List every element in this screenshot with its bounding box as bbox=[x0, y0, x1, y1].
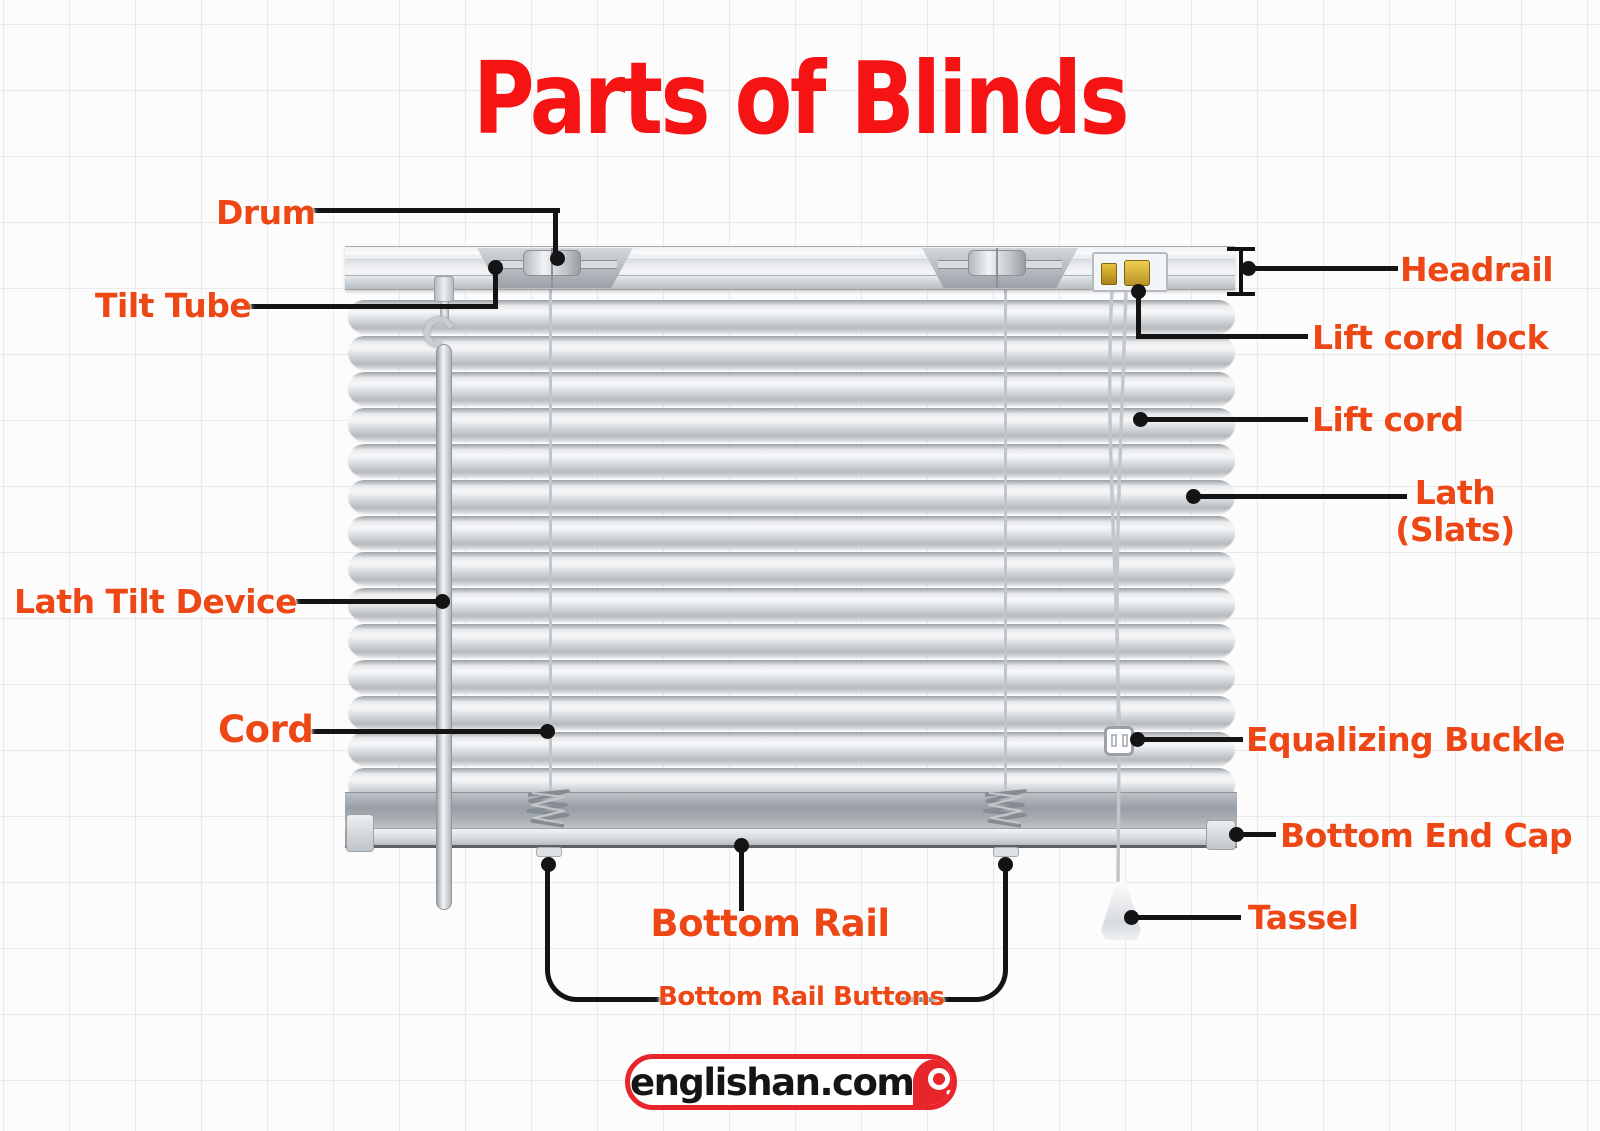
cord-lock-body bbox=[1124, 260, 1150, 286]
cord-knot-left bbox=[526, 789, 570, 828]
leader-bottom-end-cap bbox=[1234, 832, 1276, 837]
label-headrail: Headrail bbox=[1400, 250, 1554, 289]
leader-equalizing-buckle bbox=[1135, 737, 1243, 742]
slat bbox=[348, 552, 1235, 585]
wand-stem bbox=[440, 301, 449, 320]
measure-bracket-cap-bottom bbox=[1227, 292, 1255, 296]
leader-lift-cord-lock bbox=[1136, 291, 1141, 339]
label-lift-cord: Lift cord bbox=[1312, 400, 1464, 439]
stacked-slats-bar bbox=[345, 792, 1237, 830]
label-lath-line1: Lath bbox=[1414, 473, 1496, 512]
bottom-rail-button-left bbox=[536, 847, 562, 857]
leader-lift-cord bbox=[1138, 417, 1308, 422]
leader-lath bbox=[1191, 494, 1407, 499]
slat bbox=[348, 408, 1235, 441]
leader-lath-tilt-device bbox=[296, 599, 444, 604]
leader-dot-drum bbox=[550, 251, 565, 266]
slat bbox=[348, 588, 1235, 621]
cassette-divider bbox=[551, 248, 553, 288]
site-badge: englishan.com bbox=[625, 1054, 957, 1110]
slat bbox=[348, 372, 1235, 405]
cord-knot-right bbox=[983, 789, 1027, 828]
bottom-rail-button-right bbox=[993, 847, 1019, 857]
leader-tilt-tube bbox=[250, 304, 498, 309]
slat bbox=[348, 696, 1235, 729]
slat bbox=[348, 336, 1235, 369]
lift-cord-lock-graphic bbox=[1092, 252, 1168, 292]
leader-dot-lath-tilt-device bbox=[435, 594, 450, 609]
leader-dot-bottom-end-cap bbox=[1229, 827, 1244, 842]
leader-bottom-rail-buttons-right bbox=[898, 864, 1008, 1002]
measure-bracket-cap-top bbox=[1227, 247, 1255, 251]
leader-dot-bottom-rail bbox=[734, 838, 749, 853]
leader-dot-lath bbox=[1186, 489, 1201, 504]
label-lath-line2: (Slats) bbox=[1395, 510, 1515, 549]
label-bottom-rail-buttons: Bottom Rail Buttons bbox=[658, 982, 945, 1012]
drum-cassette-right bbox=[922, 248, 1078, 288]
slats-stack bbox=[348, 300, 1235, 804]
search-icon bbox=[913, 1059, 952, 1105]
internal-cord-right bbox=[1004, 290, 1007, 795]
headrail-ridge bbox=[345, 257, 1235, 258]
label-equalizing-buckle: Equalizing Buckle bbox=[1246, 720, 1566, 759]
label-lath-tilt-device: Lath Tilt Device bbox=[14, 582, 298, 621]
slat bbox=[348, 660, 1235, 693]
label-cord: Cord bbox=[218, 708, 314, 751]
leader-drum bbox=[553, 208, 558, 260]
label-lift-cord-lock: Lift cord lock bbox=[1312, 318, 1549, 357]
leader-dot-button-left bbox=[541, 857, 556, 872]
leader-bottom-rail bbox=[739, 843, 744, 911]
label-tilt-tube: Tilt Tube bbox=[95, 286, 252, 325]
leader-dot-equalizing-buckle bbox=[1130, 732, 1145, 747]
cassette-divider bbox=[996, 248, 998, 288]
leader-drum bbox=[308, 208, 560, 213]
leader-dot-lift-cord-lock bbox=[1131, 284, 1146, 299]
cord-lock-roller bbox=[1101, 263, 1117, 285]
leader-tilt-tube bbox=[493, 267, 498, 309]
headrail-ridge bbox=[345, 275, 1235, 276]
leader-bottom-rail-buttons-left bbox=[545, 864, 667, 1002]
leader-dot-tilt-tube bbox=[488, 260, 503, 275]
leader-dot-cord bbox=[540, 724, 555, 739]
leader-dot-headrail bbox=[1241, 261, 1256, 276]
slat bbox=[348, 444, 1235, 477]
magnifier-handle bbox=[945, 1088, 952, 1102]
leader-headrail bbox=[1246, 266, 1398, 271]
bottom-end-cap-left bbox=[346, 814, 374, 852]
leader-lift-cord-lock bbox=[1136, 334, 1308, 339]
leader-dot-button-right bbox=[998, 857, 1013, 872]
leader-dot-lift-cord bbox=[1133, 412, 1148, 427]
wand-connector bbox=[434, 276, 454, 302]
page-title: Parts of Blinds bbox=[472, 40, 1130, 157]
lift-cord-graphic bbox=[1108, 288, 1128, 887]
label-bottom-rail: Bottom Rail bbox=[650, 902, 890, 945]
site-name: englishan.com bbox=[630, 1060, 915, 1104]
slat bbox=[348, 516, 1235, 549]
slat bbox=[348, 624, 1235, 657]
label-bottom-end-cap: Bottom End Cap bbox=[1280, 816, 1573, 855]
label-drum: Drum bbox=[216, 193, 316, 232]
leader-dot-tassel bbox=[1124, 910, 1139, 925]
leader-cord bbox=[306, 729, 550, 734]
tilt-wand-graphic bbox=[436, 344, 452, 910]
slat bbox=[348, 732, 1235, 765]
internal-cord-left bbox=[549, 290, 552, 795]
leader-tassel bbox=[1129, 915, 1241, 920]
slat bbox=[348, 480, 1235, 513]
label-tassel: Tassel bbox=[1248, 898, 1359, 937]
magnifier-glass bbox=[928, 1068, 951, 1090]
label-lath-slats: Lath (Slats) bbox=[1385, 474, 1525, 548]
